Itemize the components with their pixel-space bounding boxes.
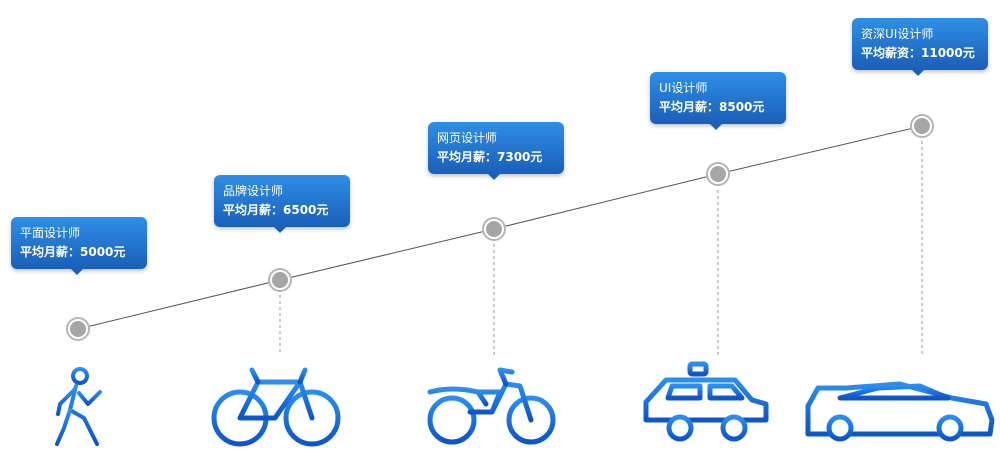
salary-card-graphic-designer: 平面设计师 平均月薪：5000元	[11, 217, 147, 275]
salary-label: 平均月薪：5000元	[20, 245, 126, 259]
salary-label: 平均薪资：11000元	[861, 46, 975, 60]
job-title: 平面设计师	[20, 226, 81, 240]
job-title: 资深UI设计师	[861, 27, 934, 41]
salary-card-ui-designer: UI设计师 平均月薪：8500元	[650, 72, 786, 130]
timeline-node	[706, 162, 730, 186]
motorcycle-icon	[427, 367, 556, 445]
job-title: 品牌设计师	[223, 184, 284, 198]
timeline-node	[268, 268, 292, 292]
salary-card-senior-ui-designer: 资深UI设计师 平均薪资：11000元	[852, 18, 988, 76]
walking-person-icon	[55, 367, 102, 446]
job-title: 网页设计师	[437, 131, 498, 145]
timeline-node	[482, 217, 506, 241]
timeline-node	[910, 114, 934, 138]
timeline-node	[66, 317, 90, 341]
bicycle-icon	[211, 367, 341, 447]
salary-card-web-designer: 网页设计师 平均月薪：7300元	[428, 122, 564, 180]
sports-car-icon	[805, 381, 995, 442]
salary-label: 平均月薪：6500元	[223, 203, 329, 217]
salary-card-brand-designer: 品牌设计师 平均月薪：6500元	[214, 175, 350, 233]
salary-label: 平均月薪：7300元	[437, 150, 543, 164]
taxi-car-icon	[643, 361, 769, 442]
job-title: UI设计师	[659, 81, 708, 95]
salary-label: 平均月薪：8500元	[659, 100, 765, 114]
